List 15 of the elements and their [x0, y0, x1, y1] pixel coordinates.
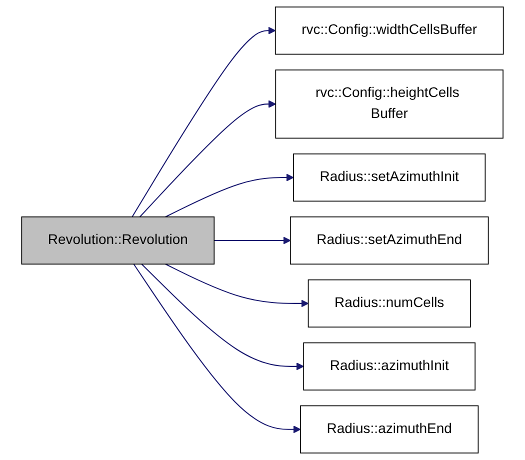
node-box [21, 216, 215, 265]
arrow [139, 100, 276, 218]
node-box [290, 216, 489, 265]
arrow [165, 174, 294, 218]
arrow [141, 264, 304, 370]
node-box [308, 279, 471, 328]
node-box [300, 405, 479, 454]
node-box [275, 70, 504, 139]
node-box [274, 6, 504, 55]
arrow [214, 236, 291, 244]
arrow [132, 26, 276, 218]
node-box [303, 342, 476, 390]
arrow [133, 264, 301, 434]
node-box [293, 153, 486, 202]
arrow [165, 264, 309, 308]
